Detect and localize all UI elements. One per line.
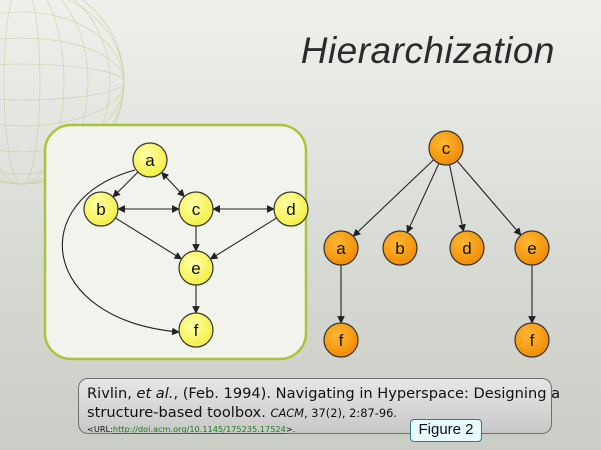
- wire-globe-decoration: [0, 0, 125, 185]
- left-node-label: f: [194, 321, 199, 340]
- right-node-circle: [428, 130, 464, 166]
- citation-line-1: Rivlin, et al., (Feb. 1994). Navigating …: [87, 384, 560, 403]
- right-node-circle: [323, 230, 359, 266]
- left-node-circle: [273, 191, 309, 227]
- figure-label-badge: Figure 2: [410, 419, 482, 442]
- right-node-label: a: [336, 239, 346, 258]
- left-node-f: f: [178, 312, 214, 348]
- left-node-label: c: [192, 200, 201, 219]
- citation-title-end: structure-based toolbox.: [87, 404, 271, 421]
- right-node-fe: f: [514, 322, 550, 358]
- page-title: Hierarchization: [300, 30, 555, 71]
- citation-volume: , 37(2), 2:87-96.: [304, 406, 397, 420]
- right-node-a: a: [323, 230, 359, 266]
- right-node-label: f: [339, 331, 344, 350]
- left-node-label: d: [286, 200, 295, 219]
- left-node-label: b: [96, 200, 105, 219]
- left-graph: a b c d e f: [61, 142, 309, 348]
- right-node-fa: f: [323, 322, 359, 358]
- left-node-circle: [83, 191, 119, 227]
- right-node-b: b: [382, 230, 418, 266]
- right-node-label: e: [527, 239, 536, 258]
- left-node-circle: [178, 250, 214, 286]
- left-node-circle: [178, 191, 214, 227]
- right-graph: c a b d e f f: [323, 130, 550, 358]
- left-edge-a-c: [161, 171, 185, 198]
- left-node-a: a: [132, 142, 168, 178]
- right-node-d: d: [449, 230, 485, 266]
- left-node-circle: [178, 312, 214, 348]
- right-node-e: e: [514, 230, 550, 266]
- right-node-circle: [514, 322, 550, 358]
- citation-url-prefix: <URL:: [87, 424, 113, 434]
- right-node-label: f: [530, 331, 535, 350]
- citation-line-2: structure-based toolbox. CACM, 37(2), 2:…: [87, 403, 542, 423]
- left-edge-b-e: [115, 217, 183, 260]
- citation-box: Rivlin, et al., (Feb. 1994). Navigating …: [78, 378, 560, 434]
- right-node-label: c: [442, 139, 451, 158]
- right-node-label: b: [395, 239, 404, 258]
- right-edge-c-e: [456, 160, 522, 236]
- citation-url-line: <URL:http://doi.acm.org/10.1145/175235.1…: [87, 424, 542, 434]
- left-edge-a-b: [112, 171, 139, 198]
- citation-et-al: et al.: [136, 385, 174, 402]
- citation-journal: CACM: [270, 406, 305, 420]
- citation-author: Rivlin,: [87, 385, 137, 402]
- citation-url-suffix: >.: [285, 424, 296, 434]
- citation-url-link[interactable]: http://doi.acm.org/10.1145/175235.17524: [112, 424, 286, 434]
- left-node-c: c: [178, 191, 214, 227]
- right-edge-c-b: [406, 163, 440, 234]
- right-node-circle: [323, 322, 359, 358]
- right-edge-c-d: [448, 164, 466, 233]
- left-graph-frame: [43, 123, 308, 361]
- right-node-circle: [514, 230, 550, 266]
- left-edge-a-f: [61, 169, 180, 336]
- left-node-b: b: [83, 191, 119, 227]
- left-node-circle: [132, 142, 168, 178]
- right-edge-c-a: [352, 159, 435, 237]
- left-edge-d-e: [209, 217, 277, 260]
- right-node-label: d: [462, 239, 471, 258]
- right-node-c: c: [428, 130, 464, 166]
- left-node-label: a: [145, 151, 155, 170]
- left-node-e: e: [178, 250, 214, 286]
- left-node-label: e: [191, 259, 200, 278]
- right-node-circle: [449, 230, 485, 266]
- right-node-circle: [382, 230, 418, 266]
- left-node-d: d: [273, 191, 309, 227]
- citation-title-start: , (Feb. 1994). Navigating in Hyperspace:…: [173, 385, 561, 402]
